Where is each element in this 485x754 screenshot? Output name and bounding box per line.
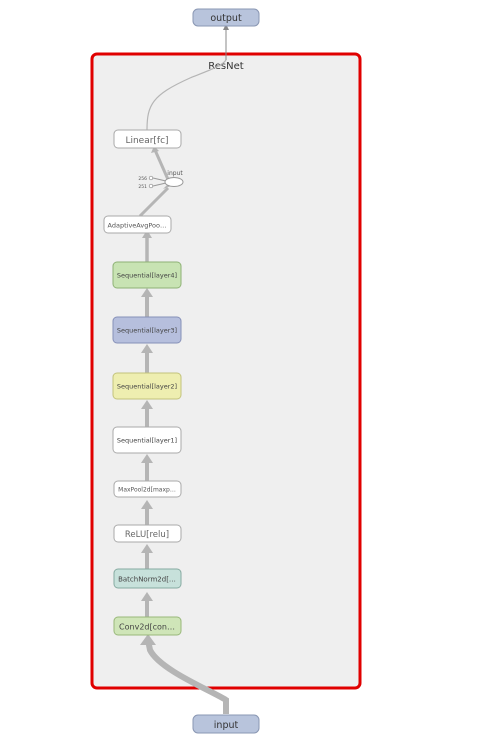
arrowhead-linear xyxy=(151,146,159,153)
node-conv2d-label: Conv2d[con… xyxy=(119,623,175,632)
node-layer3[interactable]: Sequential[layer3] xyxy=(112,316,182,344)
const-label-2: 251 xyxy=(138,184,147,190)
input-node[interactable]: input xyxy=(192,714,260,734)
node-layer4[interactable]: Sequential[layer4] xyxy=(112,261,182,289)
node-batchnorm[interactable]: BatchNorm2d[… xyxy=(113,568,182,589)
node-adaptive-avg-pool-label: AdaptiveAvgPoo… xyxy=(108,222,167,230)
node-layer2[interactable]: Sequential[layer2] xyxy=(112,372,182,400)
node-layer2-box[interactable] xyxy=(112,372,182,400)
node-linear-fc-label: Linear[fc] xyxy=(125,136,168,146)
node-relu-box[interactable] xyxy=(113,524,182,543)
node-layer1-label: Sequential[layer1] xyxy=(117,437,177,445)
node-batchnorm-box[interactable] xyxy=(113,568,182,589)
node-layer2-label: Sequential[layer2] xyxy=(117,383,177,391)
arrowhead-relu xyxy=(141,544,153,553)
node-linear-fc[interactable]: Linear[fc] xyxy=(113,129,182,149)
node-relu-label: ReLU[relu] xyxy=(125,530,169,540)
node-batchnorm-label: BatchNorm2d[… xyxy=(118,576,176,584)
node-adaptive-avg-pool-box[interactable] xyxy=(103,215,172,234)
node-linear-fc-box[interactable] xyxy=(113,129,182,149)
op-node-input[interactable]: input xyxy=(164,170,184,187)
arrowhead-layer1 xyxy=(141,454,153,463)
node-maxpool[interactable]: MaxPool2d[maxp… xyxy=(113,480,182,498)
op-node-input-label: input xyxy=(167,170,183,177)
op-node-input-ellipse[interactable] xyxy=(164,177,184,187)
arrowhead-bn xyxy=(141,592,153,601)
edge-const1-op xyxy=(152,177,167,182)
output-node[interactable]: output xyxy=(192,8,260,27)
node-relu[interactable]: ReLU[relu] xyxy=(113,524,182,543)
resnet-group-box[interactable] xyxy=(90,52,362,690)
arrowhead-output xyxy=(223,24,229,30)
arrowhead-conv xyxy=(140,634,156,645)
input-node-label: input xyxy=(214,720,239,731)
input-node-box[interactable] xyxy=(192,714,260,734)
node-layer1[interactable]: Sequential[layer1] xyxy=(112,426,182,454)
arrowhead-layer2 xyxy=(141,400,153,409)
node-conv2d-box[interactable] xyxy=(113,616,182,636)
arrowhead-avgpool xyxy=(142,230,152,238)
output-node-box[interactable] xyxy=(192,8,260,27)
node-adaptive-avg-pool[interactable]: AdaptiveAvgPoo… xyxy=(103,215,172,234)
arrowhead-layer4 xyxy=(141,288,153,297)
edge-fc-resnet xyxy=(146,59,227,131)
node-layer3-box[interactable] xyxy=(112,316,182,344)
node-conv2d[interactable]: Conv2d[con… xyxy=(113,616,182,636)
output-node-label: output xyxy=(210,13,242,24)
edge-avgpool-op xyxy=(138,186,170,218)
node-layer4-box[interactable] xyxy=(112,261,182,289)
node-layer3-label: Sequential[layer3] xyxy=(117,327,177,335)
const-label-1: 256 xyxy=(138,176,147,182)
arrowhead-maxpool xyxy=(141,500,153,509)
node-layer1-box[interactable] xyxy=(112,426,182,454)
edge-const2-op xyxy=(152,182,167,187)
const-nodes: 256 251 xyxy=(138,175,154,190)
node-layer4-label: Sequential[layer4] xyxy=(117,272,177,280)
node-maxpool-label: MaxPool2d[maxp… xyxy=(118,487,176,494)
const-node-2 xyxy=(148,183,154,189)
const-node-1 xyxy=(148,175,154,181)
edge-input-conv xyxy=(145,639,229,714)
arrowhead-layer3 xyxy=(141,344,153,353)
resnet-group-label: ResNet xyxy=(208,61,243,72)
node-maxpool-box[interactable] xyxy=(113,480,182,498)
